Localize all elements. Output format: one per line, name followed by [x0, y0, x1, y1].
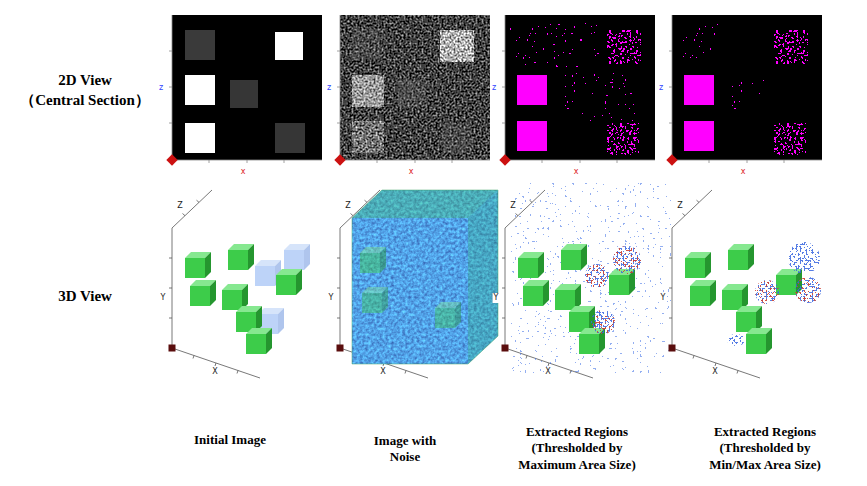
- row-label: （Central Section）: [20, 91, 150, 110]
- column-caption: Initial Image: [170, 432, 290, 448]
- axis-label: x: [741, 167, 746, 177]
- axis-label: z: [327, 83, 331, 93]
- axis-label: Z: [676, 201, 683, 211]
- axis-label: X: [711, 367, 718, 377]
- column-caption: Extracted Regions (Thresholded by Min/Ma…: [695, 424, 835, 473]
- axis-label: z: [492, 83, 496, 93]
- axis-label: Y: [160, 293, 167, 303]
- initial-volume: [169, 190, 311, 378]
- axis-label: Z: [176, 201, 183, 211]
- axis-label: X: [379, 367, 386, 377]
- axis-label: X: [211, 367, 218, 377]
- extracted-volume-minmax: [669, 190, 824, 378]
- row-label: 3D View: [58, 287, 112, 306]
- axis-label: x: [574, 167, 579, 177]
- axis-label: Y: [328, 293, 335, 303]
- noisy-volume: [337, 188, 501, 378]
- axis-label: Y: [660, 293, 667, 303]
- column-caption: Image with Noise: [363, 433, 448, 466]
- axis-label: X: [544, 367, 551, 377]
- axis-label: Y: [493, 293, 500, 303]
- extracted-slice-max: [499, 15, 655, 166]
- initial-slice: [166, 15, 322, 166]
- column-caption: Extracted Regions (Thresholded by Maximu…: [507, 424, 647, 473]
- extracted-volume-max: [502, 183, 672, 378]
- axis-label: Z: [509, 201, 516, 211]
- row-label: 2D View: [58, 71, 112, 90]
- axis-label: Z: [344, 201, 351, 211]
- axis-label: x: [409, 167, 414, 177]
- noisy-slice: [334, 15, 490, 166]
- axis-label: z: [159, 83, 163, 93]
- axis-label: x: [241, 167, 246, 177]
- axis-label: z: [659, 83, 663, 93]
- extracted-slice-minmax: [666, 15, 822, 166]
